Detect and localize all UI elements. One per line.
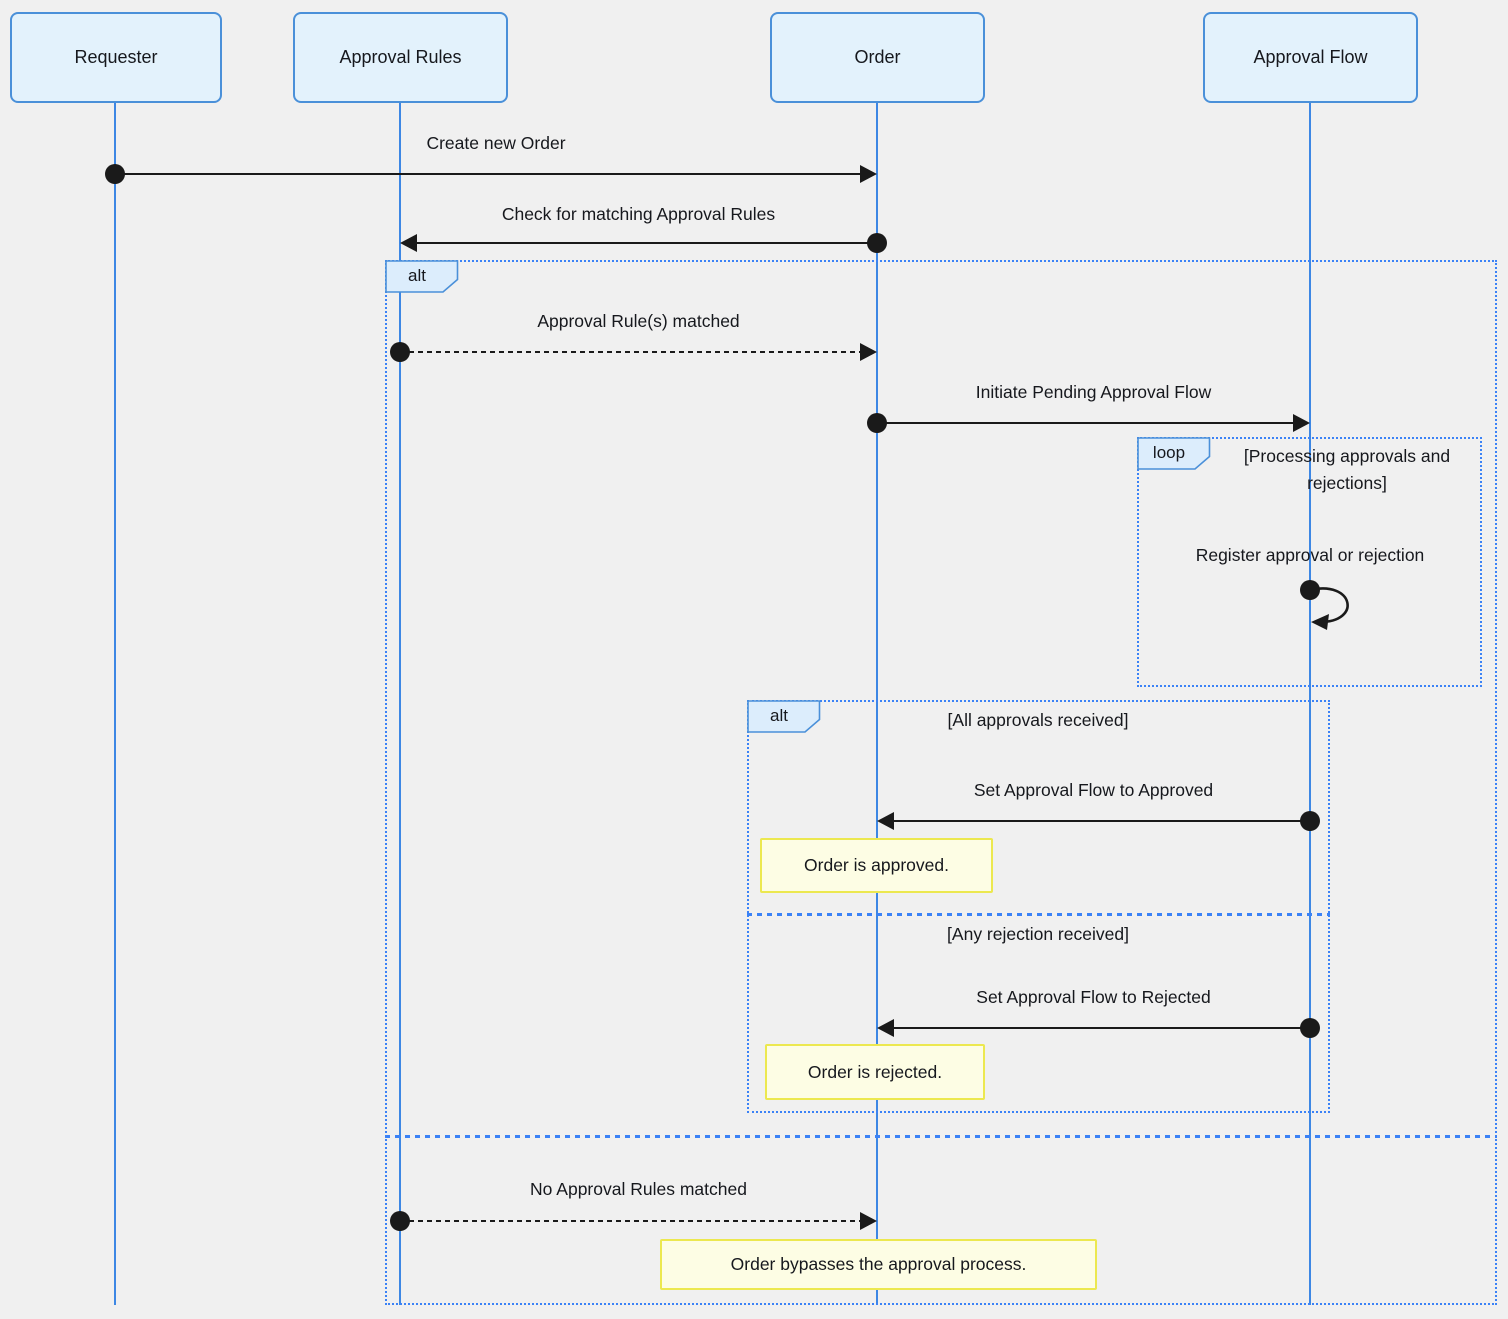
lifeline-approval-flow bbox=[1309, 103, 1311, 1305]
message-origin-dot bbox=[105, 164, 125, 184]
alt-label-outer: alt bbox=[385, 260, 459, 293]
frame-label-text: alt bbox=[770, 705, 788, 725]
message-origin-dot bbox=[1300, 811, 1320, 831]
actor-label: Requester bbox=[74, 47, 158, 67]
alt-condition-any-rejection: [Any rejection received] bbox=[947, 924, 1129, 944]
message-label: Register approval or rejection bbox=[1195, 545, 1425, 565]
loop-label: loop bbox=[1137, 437, 1211, 470]
label-pentagon-shape bbox=[1137, 437, 1211, 470]
message-line bbox=[115, 172, 860, 176]
actor-approval-flow: Approval Flow bbox=[1203, 12, 1418, 103]
message-label: Set Approval Flow to Approved bbox=[973, 780, 1214, 800]
message-label: Set Approval Flow to Rejected bbox=[976, 987, 1211, 1007]
message-arrowhead bbox=[860, 165, 877, 183]
message-arrowhead bbox=[860, 343, 877, 361]
message-line bbox=[400, 1219, 860, 1223]
actor-order: Order bbox=[770, 12, 985, 103]
message-line bbox=[417, 241, 877, 245]
message-origin-dot bbox=[867, 233, 887, 253]
message-label: Check for matching Approval Rules bbox=[501, 204, 776, 224]
note-text: Order is rejected. bbox=[807, 1061, 943, 1082]
actor-label: Order bbox=[854, 47, 901, 67]
lifeline-approval-rules bbox=[399, 103, 401, 1305]
label-pentagon-shape bbox=[385, 260, 459, 293]
alt-divider-inner bbox=[747, 913, 1330, 916]
alt-frame-outer bbox=[385, 260, 1497, 1305]
message-label: Initiate Pending Approval Flow bbox=[975, 382, 1212, 402]
message-line bbox=[400, 350, 860, 354]
message-label: No Approval Rules matched bbox=[530, 1179, 747, 1199]
actor-label: Approval Rules bbox=[339, 47, 462, 67]
label-pentagon-shape bbox=[747, 700, 821, 733]
message-origin-dot bbox=[390, 342, 410, 362]
message-line bbox=[894, 1026, 1310, 1030]
message-line bbox=[877, 421, 1293, 425]
message-line bbox=[894, 819, 1310, 823]
message-arrowhead bbox=[877, 1019, 894, 1037]
message-arrowhead bbox=[400, 234, 417, 252]
message-origin-dot bbox=[390, 1211, 410, 1231]
message-arrowhead bbox=[877, 812, 894, 830]
note-text: Order is approved. bbox=[804, 855, 949, 875]
note-text: Order bypasses the approval process. bbox=[730, 1254, 1027, 1274]
note-order-approved: Order is approved. bbox=[760, 838, 993, 893]
message-arrowhead bbox=[860, 1212, 877, 1230]
actor-requester: Requester bbox=[10, 12, 222, 103]
alt-frame-inner bbox=[747, 700, 1330, 1113]
frame-label-text: loop bbox=[1152, 442, 1186, 462]
lifeline-requester bbox=[114, 103, 116, 1305]
lifeline-order bbox=[876, 103, 878, 1305]
frame-label-text: alt bbox=[408, 265, 426, 285]
message-label: Create new Order bbox=[426, 133, 566, 153]
note-order-bypasses: Order bypasses the approval process. bbox=[660, 1239, 1097, 1290]
note-order-rejected: Order is rejected. bbox=[765, 1044, 985, 1100]
message-arrowhead bbox=[1293, 414, 1310, 432]
actor-approval-rules: Approval Rules bbox=[293, 12, 508, 103]
alt-label-inner: alt bbox=[747, 700, 821, 733]
message-origin-dot bbox=[1300, 1018, 1320, 1038]
loop-frame bbox=[1137, 437, 1482, 687]
alt-condition-all-approvals: [All approvals received] bbox=[947, 710, 1129, 730]
self-loop-arrow bbox=[1300, 580, 1349, 630]
actor-label: Approval Flow bbox=[1253, 47, 1368, 67]
alt-divider-outer bbox=[385, 1135, 1497, 1138]
message-origin-dot bbox=[867, 413, 887, 433]
loop-condition-label: [Processing approvals and rejections] bbox=[1243, 446, 1451, 493]
message-label: Approval Rule(s) matched bbox=[537, 311, 740, 331]
